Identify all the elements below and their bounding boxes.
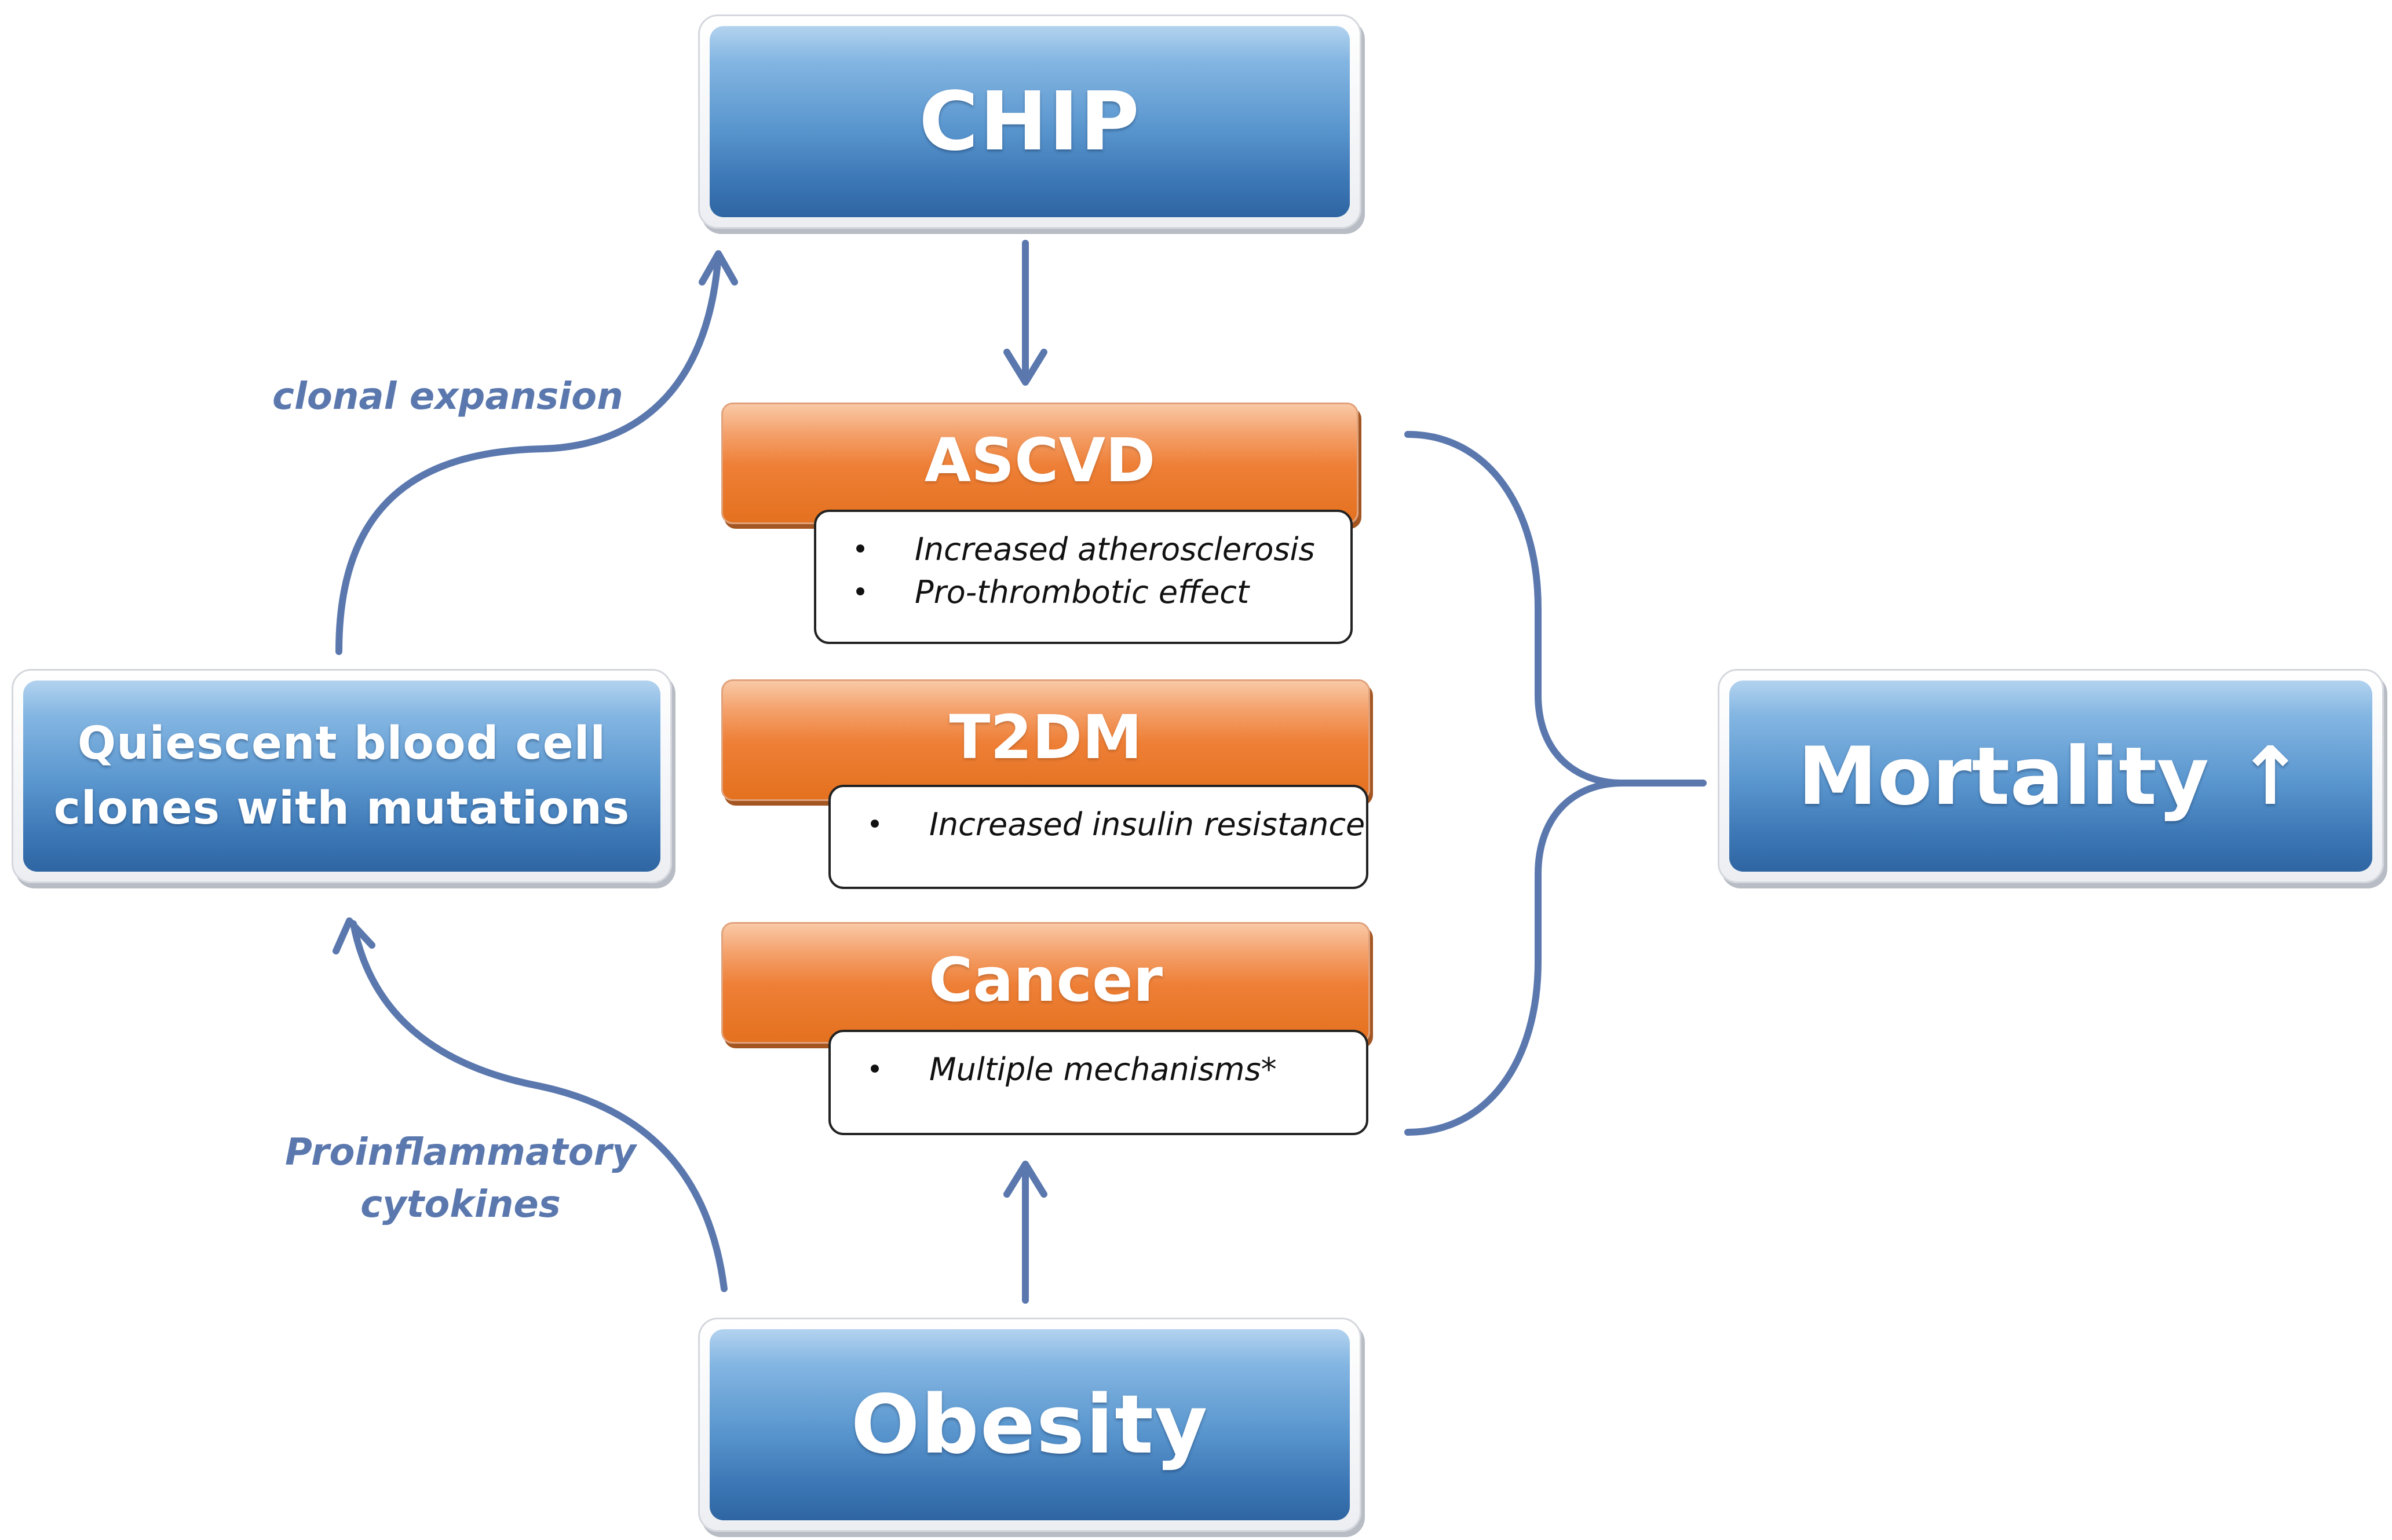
clonal-expansion-text: clonal expansion (272, 375, 623, 418)
mechanism-text: Increased insulin resistance (929, 806, 1365, 843)
bullet-icon: • (866, 1054, 883, 1086)
disease-name-cancer: Cancer (928, 945, 1163, 1015)
mechanism-box-cancer: • Multiple mechanisms* (828, 1030, 1368, 1135)
mechanism-item: • Increased insulin resistance (831, 803, 1366, 846)
bullet-icon: • (866, 809, 883, 841)
mechanism-box-ascvd: • Increased atherosclerosis • Pro-thromb… (814, 510, 1353, 644)
mechanism-item: • Increased atherosclerosis (816, 528, 1350, 571)
mortality-label: Mortality ↑ (1729, 681, 2372, 872)
mortality-node: Mortality ↑ (1718, 669, 2384, 883)
arrow-proinflammatory-cytokines (333, 917, 728, 1292)
disease-bar-cancer: Cancer (721, 922, 1370, 1044)
quiescent-clones-label: Quiescent blood cell clones with mutatio… (23, 681, 660, 872)
obesity-node: Obesity (698, 1318, 1361, 1532)
mechanism-item: • Pro-thrombotic effect (816, 571, 1350, 614)
mechanism-item: • Multiple mechanisms* (831, 1048, 1366, 1091)
arrow-chip-to-diseases (1003, 240, 1047, 386)
disease-bar-t2dm: T2DM (721, 679, 1370, 801)
label-proinflammatory-cytokines: Proinflammatory cytokines (272, 1126, 649, 1231)
arrow-clonal-expansion (335, 250, 738, 655)
mechanism-box-t2dm: • Increased insulin resistance (828, 785, 1368, 889)
quiescent-clones-node: Quiescent blood cell clones with mutatio… (12, 669, 672, 883)
chip-node: CHIP (698, 14, 1361, 229)
mechanism-text: Multiple mechanisms* (929, 1051, 1277, 1088)
disease-name-ascvd: ASCVD (924, 425, 1156, 496)
obesity-label: Obesity (710, 1329, 1350, 1520)
disease-name-t2dm: T2DM (949, 702, 1142, 773)
chip-label: CHIP (710, 26, 1350, 217)
label-clonal-expansion: clonal expansion (272, 371, 623, 423)
bullet-icon: • (852, 533, 869, 566)
disease-bar-ascvd: ASCVD (721, 403, 1358, 524)
mechanism-text: Increased atherosclerosis (915, 531, 1315, 568)
arrow-obesity-to-diseases (1003, 1161, 1047, 1304)
bullet-icon: • (852, 576, 869, 609)
proinflammatory-line2: cytokines (360, 1183, 561, 1226)
proinflammatory-line1: Proinflammatory (285, 1131, 636, 1174)
brace-diseases-to-mortality (1404, 431, 1707, 1136)
mechanism-text: Pro-thrombotic effect (915, 574, 1250, 610)
